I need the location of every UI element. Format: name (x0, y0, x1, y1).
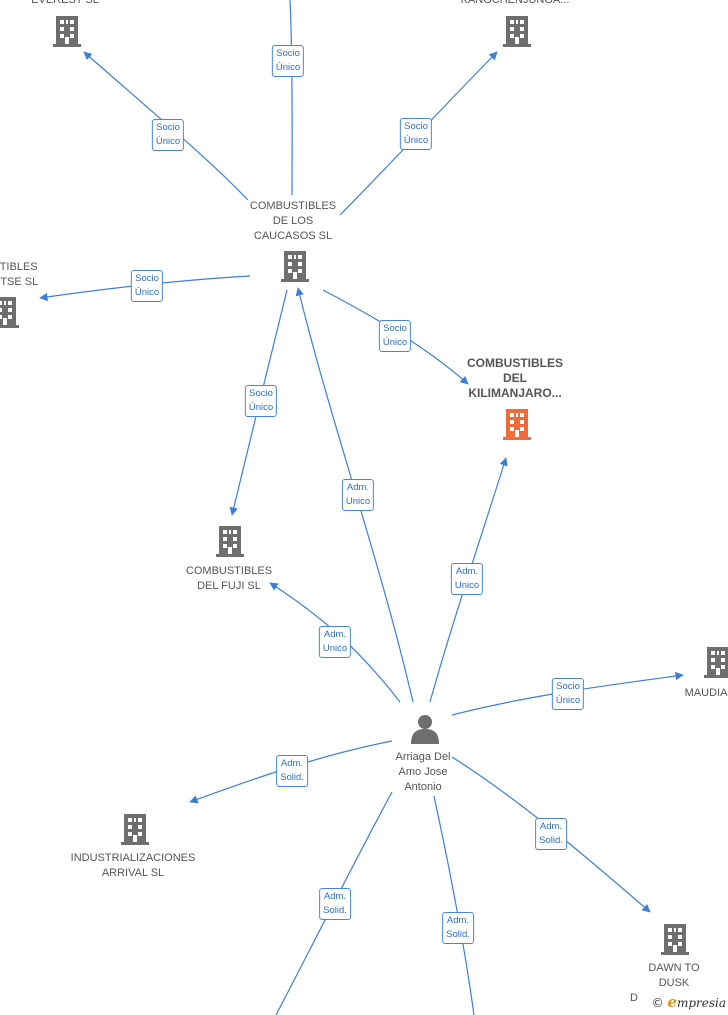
node-label-line: COMBUSTIBLES (467, 356, 563, 370)
edge-label-line: Único (555, 695, 581, 706)
nodes-layer (0, 16, 728, 955)
building-icon[interactable] (661, 924, 689, 955)
node-label-d-cut[interactable]: D (630, 991, 638, 1006)
edge-line-e14 (433, 795, 475, 1015)
node-label-line: EVEREST SL (31, 0, 99, 6)
edge-label-line: Único (403, 135, 429, 146)
edge-label-e12[interactable]: Adm. Solid. (535, 818, 567, 850)
copyright-symbol: © (651, 996, 664, 1010)
edge-label-line: Adm. (323, 629, 347, 640)
edge-label-line: Único (248, 402, 274, 413)
node-label-line: Amo Jose (398, 766, 448, 778)
node-label-line: DEL (503, 371, 527, 385)
building-icon[interactable] (216, 526, 244, 557)
building-icon[interactable] (121, 814, 149, 845)
node-label-line: Arriaga Del (395, 751, 451, 763)
edge-label-line: Socio (276, 48, 300, 59)
node-label-line: INDUSTRIALIZACIONES (70, 852, 196, 864)
edge-line-e1 (289, 0, 293, 196)
edge-label-line: Adm. (446, 915, 470, 926)
node-label-dawn[interactable]: DAWN TO DUSK (648, 961, 699, 991)
edge-label-line: Adm. (346, 482, 370, 493)
node-label-line: KILIMANJARO... (468, 386, 562, 400)
node-label-fuji[interactable]: COMBUSTIBLES DEL FUJI SL (186, 564, 272, 594)
edge-label-line: Adm. (539, 821, 563, 832)
node-label-line: D (630, 992, 638, 1004)
node-label-kangchenjunga[interactable]: KANGCHENJUNGA... (461, 0, 570, 8)
brand-logo-initial: e (667, 993, 677, 1011)
edge-label-line: Único (275, 62, 301, 73)
node-label-caucasos[interactable]: COMBUSTIBLES DE LOS CAUCASOS SL (250, 199, 336, 244)
edge-label-e9[interactable]: Adm. Unico (318, 626, 352, 658)
edge-label-line: Solid. (323, 905, 347, 916)
edge-label-line: Adm. (455, 566, 479, 577)
edge-label-line: Solid. (280, 772, 304, 783)
node-label-line: DE LOS (272, 215, 314, 227)
edge-label-line: Adm. (323, 891, 347, 902)
brand-logo-text: mpresia (676, 996, 726, 1010)
building-icon[interactable] (704, 647, 728, 678)
node-label-line: Antonio (404, 781, 442, 793)
edge-label-line: Socio (404, 121, 428, 132)
edge-label-line: Socio (135, 273, 159, 284)
building-icon[interactable] (53, 16, 81, 47)
node-label-line: DAWN TO (648, 962, 700, 974)
edge-label-line: Adm. (280, 758, 304, 769)
node-label-line: KANGCHENJUNGA... (460, 0, 570, 6)
edge-label-e7[interactable]: Adm. Unico (341, 479, 375, 511)
watermark: © empresia (652, 993, 726, 1011)
edge-label-line: Socio (156, 122, 180, 133)
edge-label-line: Unico (322, 643, 348, 654)
edge-label-e8[interactable]: Adm. Unico (450, 563, 484, 595)
edge-label-line: Socio (249, 388, 273, 399)
edge-label-line: Único (134, 287, 160, 298)
building-icon[interactable] (503, 16, 531, 47)
node-label-everest[interactable]: EVEREST SL (31, 0, 99, 8)
edge-label-e14[interactable]: Adm. Solid. (442, 912, 474, 944)
node-label-maudian[interactable]: MAUDIAN (685, 686, 728, 701)
node-label-line: OTSE SL (0, 276, 39, 288)
building-icon[interactable] (281, 251, 309, 282)
edge-label-line: Único (382, 337, 408, 348)
node-label-line: DEL FUJI SL (197, 580, 261, 592)
node-label-line: CAUCASOS SL (253, 230, 333, 242)
node-label-line: STIBLES (0, 261, 38, 273)
node-label-line: ARRIVAL SL (101, 867, 165, 879)
node-label-line: DUSK (658, 977, 690, 989)
edge-label-e13[interactable]: Adm. Solid. (319, 888, 351, 920)
edge-label-line: Socio (556, 681, 580, 692)
node-label-line: COMBUSTIBLES (249, 200, 337, 212)
person-icon[interactable] (411, 715, 439, 744)
edge-label-line: Unico (345, 496, 371, 507)
edge-label-line: Unico (454, 580, 480, 591)
node-label-lhotse[interactable]: STIBLES OTSE SL (0, 260, 38, 290)
edge-label-line: Único (155, 136, 181, 147)
node-label-industrializaciones[interactable]: INDUSTRIALIZACIONES ARRIVAL SL (71, 851, 196, 881)
building-icon[interactable] (503, 409, 531, 440)
node-label-line: MAUDIAN (684, 687, 728, 699)
building-icon[interactable] (0, 297, 19, 328)
edge-label-line: Solid. (539, 835, 563, 846)
edge-label-line: Solid. (446, 929, 470, 940)
edge-label-line: Socio (383, 323, 407, 334)
edge-label-e11[interactable]: Adm. Solid. (276, 755, 308, 787)
node-label-line: COMBUSTIBLES (185, 565, 273, 577)
